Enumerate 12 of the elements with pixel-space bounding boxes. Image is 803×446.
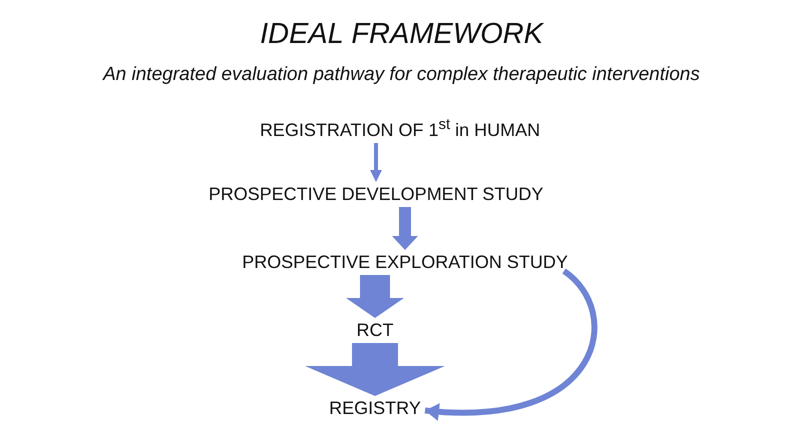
stage-label: RCT — [356, 320, 394, 341]
stage-label: PROSPECTIVE DEVELOPMENT STUDY — [208, 184, 544, 205]
arrow — [305, 343, 445, 396]
stage-label: PROSPECTIVE EXPLORATION STUDY — [242, 252, 568, 273]
arrow — [424, 268, 598, 420]
arrow — [370, 143, 382, 182]
arrow — [392, 207, 418, 250]
title: IDEAL FRAMEWORK — [260, 18, 544, 51]
stage-label: REGISTRY — [329, 398, 421, 419]
stage-label: REGISTRATION OF 1$^{st}$ in HUMAN — [260, 116, 540, 141]
subtitle: An integrated evaluation pathway for complex therapeutic interventions — [103, 64, 700, 86]
arrow — [346, 275, 404, 318]
